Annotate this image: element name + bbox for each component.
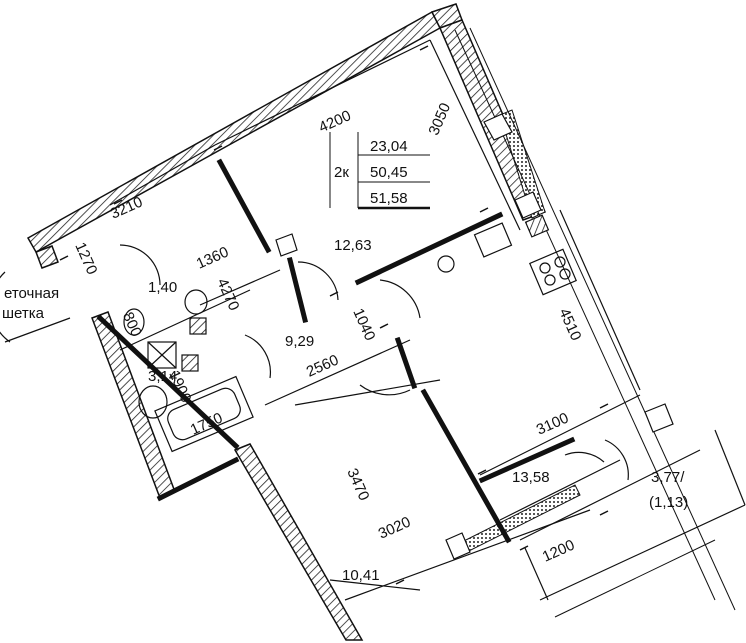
wall-top [26, 10, 441, 254]
bathtub [154, 375, 254, 453]
summary-rooms: 2к [334, 164, 349, 181]
dim-4270: 4270 [213, 276, 242, 313]
summary-total-area: 51,58 [370, 190, 408, 207]
toilet [123, 308, 145, 336]
window-right-top [483, 113, 513, 141]
door-mesh [0, 271, 11, 343]
wall-bottom-left [233, 443, 364, 641]
door-balcony-2 [604, 439, 629, 481]
dim-3100: 3100 [534, 410, 571, 439]
wall-left-bath [91, 311, 176, 499]
room-balcony-area: 3,77/ [651, 469, 685, 486]
thin-lines [109, 39, 746, 601]
kitchen-appliances [437, 214, 577, 296]
summary-area: 50,45 [370, 164, 408, 181]
wall-left-stub [35, 245, 59, 269]
sink-kitchen [473, 222, 513, 258]
door-bedroom-upper [379, 279, 421, 319]
door-wc [119, 244, 161, 286]
summary-living-area: 23,04 [370, 138, 408, 155]
window-bottom [445, 532, 471, 560]
dim-3050: 3050 [425, 100, 454, 137]
dim-1200: 1200 [540, 537, 577, 566]
dim-1270: 1270 [71, 240, 100, 277]
dim-4510: 4510 [555, 306, 584, 343]
room-bedroom-lower-area: 10,41 [342, 567, 380, 584]
mesh-note-line2: шетка [2, 305, 45, 322]
stove [529, 248, 577, 296]
door-bath [244, 334, 272, 379]
window-right-3 [644, 403, 674, 433]
dim-1750: 1750 [188, 410, 225, 439]
mesh-note-line1: еточная [4, 285, 59, 302]
dim-1360: 1360 [194, 244, 231, 273]
room-hall-area: 9,29 [285, 333, 314, 350]
bathroom-fixtures [123, 289, 254, 453]
room-balcony-reduced-area: (1,13) [649, 494, 688, 511]
dim-2560: 2560 [304, 352, 341, 381]
window-hall [275, 233, 298, 257]
washbasin-wc [184, 289, 208, 315]
dimension-ticks [59, 45, 609, 585]
room-wc-area: 1,40 [148, 279, 177, 296]
windows [275, 113, 674, 560]
ceiling-light-icon [437, 255, 455, 273]
dim-3470: 3470 [343, 466, 372, 503]
window-right-2 [514, 191, 542, 219]
washbasin-bath [138, 385, 168, 419]
door-bedroom-lower [359, 384, 411, 396]
dim-3020: 3020 [376, 514, 413, 543]
room-bedroom-upper-area: 13,58 [512, 469, 550, 486]
room-areas: 12,63 1,40 3,14 9,29 13,58 10,41 3,77/ (… [148, 237, 688, 584]
dim-800: 800 [119, 310, 145, 340]
dim-1040: 1040 [349, 306, 378, 343]
room-kitchen-area: 12,63 [334, 237, 372, 254]
interior-walls [96, 158, 576, 544]
room-bath-area: 3,14 [148, 368, 177, 385]
summary-box: 2к 23,04 50,45 51,58 [329, 132, 430, 210]
dim-4200: 4200 [316, 107, 353, 136]
door-balcony [564, 451, 605, 463]
